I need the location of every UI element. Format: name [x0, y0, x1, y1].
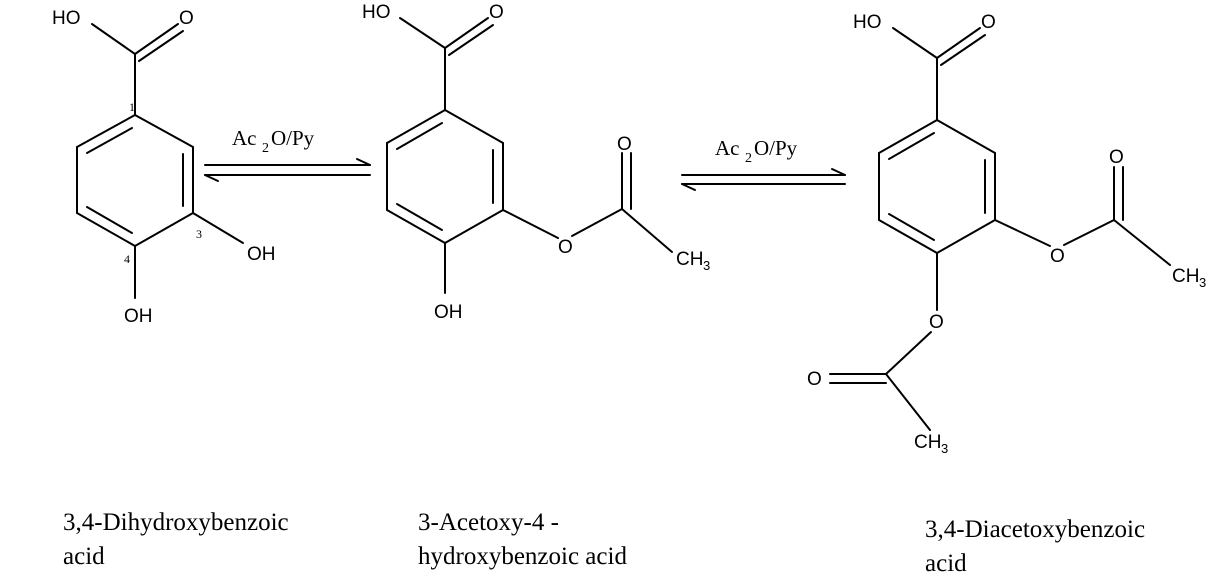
- ester-4-oxygen-label: O: [929, 312, 944, 333]
- compound-2-caption: 3-Acetoxy-4 - hydroxybenzoic acid: [418, 506, 627, 574]
- compound-1-name-line2: acid: [63, 543, 105, 570]
- carbonyl-oxygen-label: O: [981, 12, 996, 33]
- reagent-1-subscript: 2: [262, 141, 269, 156]
- hydroxyl-label: HO: [362, 2, 391, 23]
- structure-acetoxy-hydroxybenzoic-acid: HO O OH O O CH 3: [362, 2, 710, 323]
- reagent-2-rest: O/Py: [754, 136, 798, 160]
- acetyl-carbonyl-oxygen-label: O: [617, 134, 632, 155]
- compound-2-name-line1: 3-Acetoxy-4 -: [418, 509, 559, 536]
- compound-2-name-line2: hydroxybenzoic acid: [418, 543, 627, 570]
- methyl-3-label: CH: [1172, 266, 1199, 287]
- equilibrium-arrow-2: Ac 2 O/Py: [681, 136, 846, 191]
- compound-1-caption: 3,4-Dihydroxybenzoic acid: [63, 506, 289, 574]
- hydroxyl-3-label: OH: [247, 244, 276, 265]
- methyl-label: CH: [676, 249, 703, 270]
- carbonyl-oxygen-label: O: [179, 8, 194, 29]
- hydroxyl-label: HO: [52, 8, 81, 29]
- locant-4: 4: [124, 252, 130, 266]
- equilibrium-arrow-1: Ac 2 O/Py: [204, 126, 371, 182]
- locant-1: 1: [129, 100, 135, 114]
- locant-3: 3: [196, 227, 202, 241]
- acetyl-3-carbonyl-oxygen-label: O: [1109, 147, 1124, 168]
- ester-oxygen-label: O: [558, 237, 573, 258]
- reagent-1-main: Ac: [232, 126, 257, 150]
- acetyl-4-carbonyl-oxygen-label: O: [807, 369, 822, 390]
- structure-diacetoxybenzoic-acid: HO O O O CH 3 O O CH 3: [807, 12, 1206, 456]
- ester-3-oxygen-label: O: [1050, 246, 1065, 267]
- hydroxyl-4-label: OH: [434, 302, 463, 323]
- hydroxyl-label: HO: [853, 12, 882, 33]
- hydroxyl-4-label: OH: [124, 306, 153, 327]
- compound-3-name-line1: 3,4-Diacetoxybenzoic: [925, 516, 1146, 543]
- structure-dihydroxybenzoic-acid: HO O OH OH 1 3 4: [52, 8, 276, 327]
- compound-3-caption: 3,4-Diacetoxybenzoic acid: [925, 513, 1145, 581]
- methyl-3-subscript: 3: [1199, 275, 1206, 290]
- methyl-4-subscript: 3: [941, 441, 948, 456]
- reagent-1-rest: O/Py: [271, 126, 315, 150]
- compound-1-name-line1: 3,4-Dihydroxybenzoic: [63, 509, 289, 536]
- compound-3-name-line2: acid: [925, 550, 967, 577]
- reagent-2-subscript: 2: [745, 151, 752, 166]
- carbonyl-oxygen-label: O: [489, 2, 504, 23]
- methyl-4-label: CH: [914, 432, 941, 453]
- reagent-2-main: Ac: [715, 136, 740, 160]
- methyl-subscript: 3: [703, 258, 710, 273]
